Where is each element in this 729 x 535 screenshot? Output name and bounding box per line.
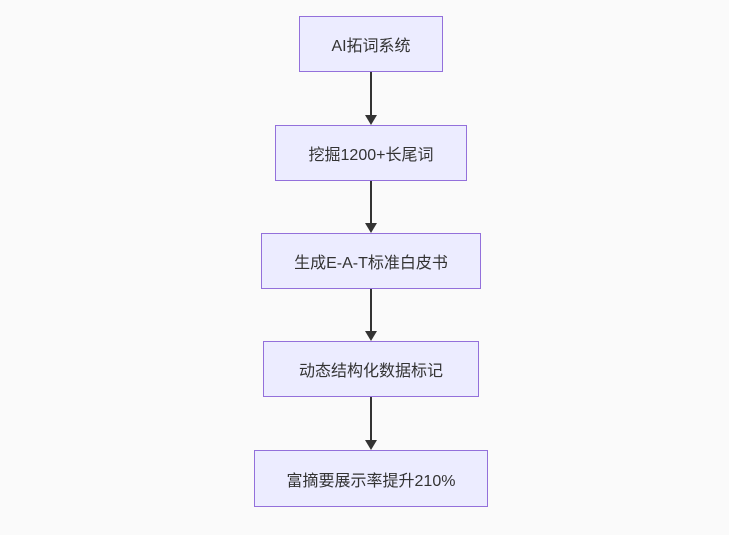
flow-arrow-2: [365, 181, 377, 233]
arrow-down-icon: [365, 223, 377, 233]
flowchart-node-eat-whitepaper: 生成E-A-T标准白皮书: [261, 233, 481, 289]
node-label: 富摘要展示率提升210%: [286, 472, 456, 490]
flowchart-node-ai-word-system: AI拓词系统: [299, 16, 443, 72]
flowchart-node-longtail-mining: 挖掘1200+长尾词: [275, 125, 467, 181]
flow-arrow-4: [365, 397, 377, 450]
flowchart-node-rich-snippet-result: 富摘要展示率提升210%: [254, 450, 488, 507]
flowchart-node-structured-data: 动态结构化数据标记: [263, 341, 479, 397]
flow-arrow-1: [365, 72, 377, 125]
arrow-down-icon: [365, 115, 377, 125]
flow-arrow-3: [365, 289, 377, 341]
node-label: AI拓词系统: [331, 38, 411, 55]
node-label: 挖掘1200+长尾词: [308, 147, 434, 164]
arrow-line: [370, 397, 372, 440]
arrow-line: [370, 72, 372, 115]
node-label: 生成E-A-T标准白皮书: [294, 255, 448, 272]
node-label: 动态结构化数据标记: [298, 363, 443, 380]
arrow-down-icon: [365, 440, 377, 450]
arrow-down-icon: [365, 331, 377, 341]
arrow-line: [370, 181, 372, 223]
arrow-line: [370, 289, 372, 331]
